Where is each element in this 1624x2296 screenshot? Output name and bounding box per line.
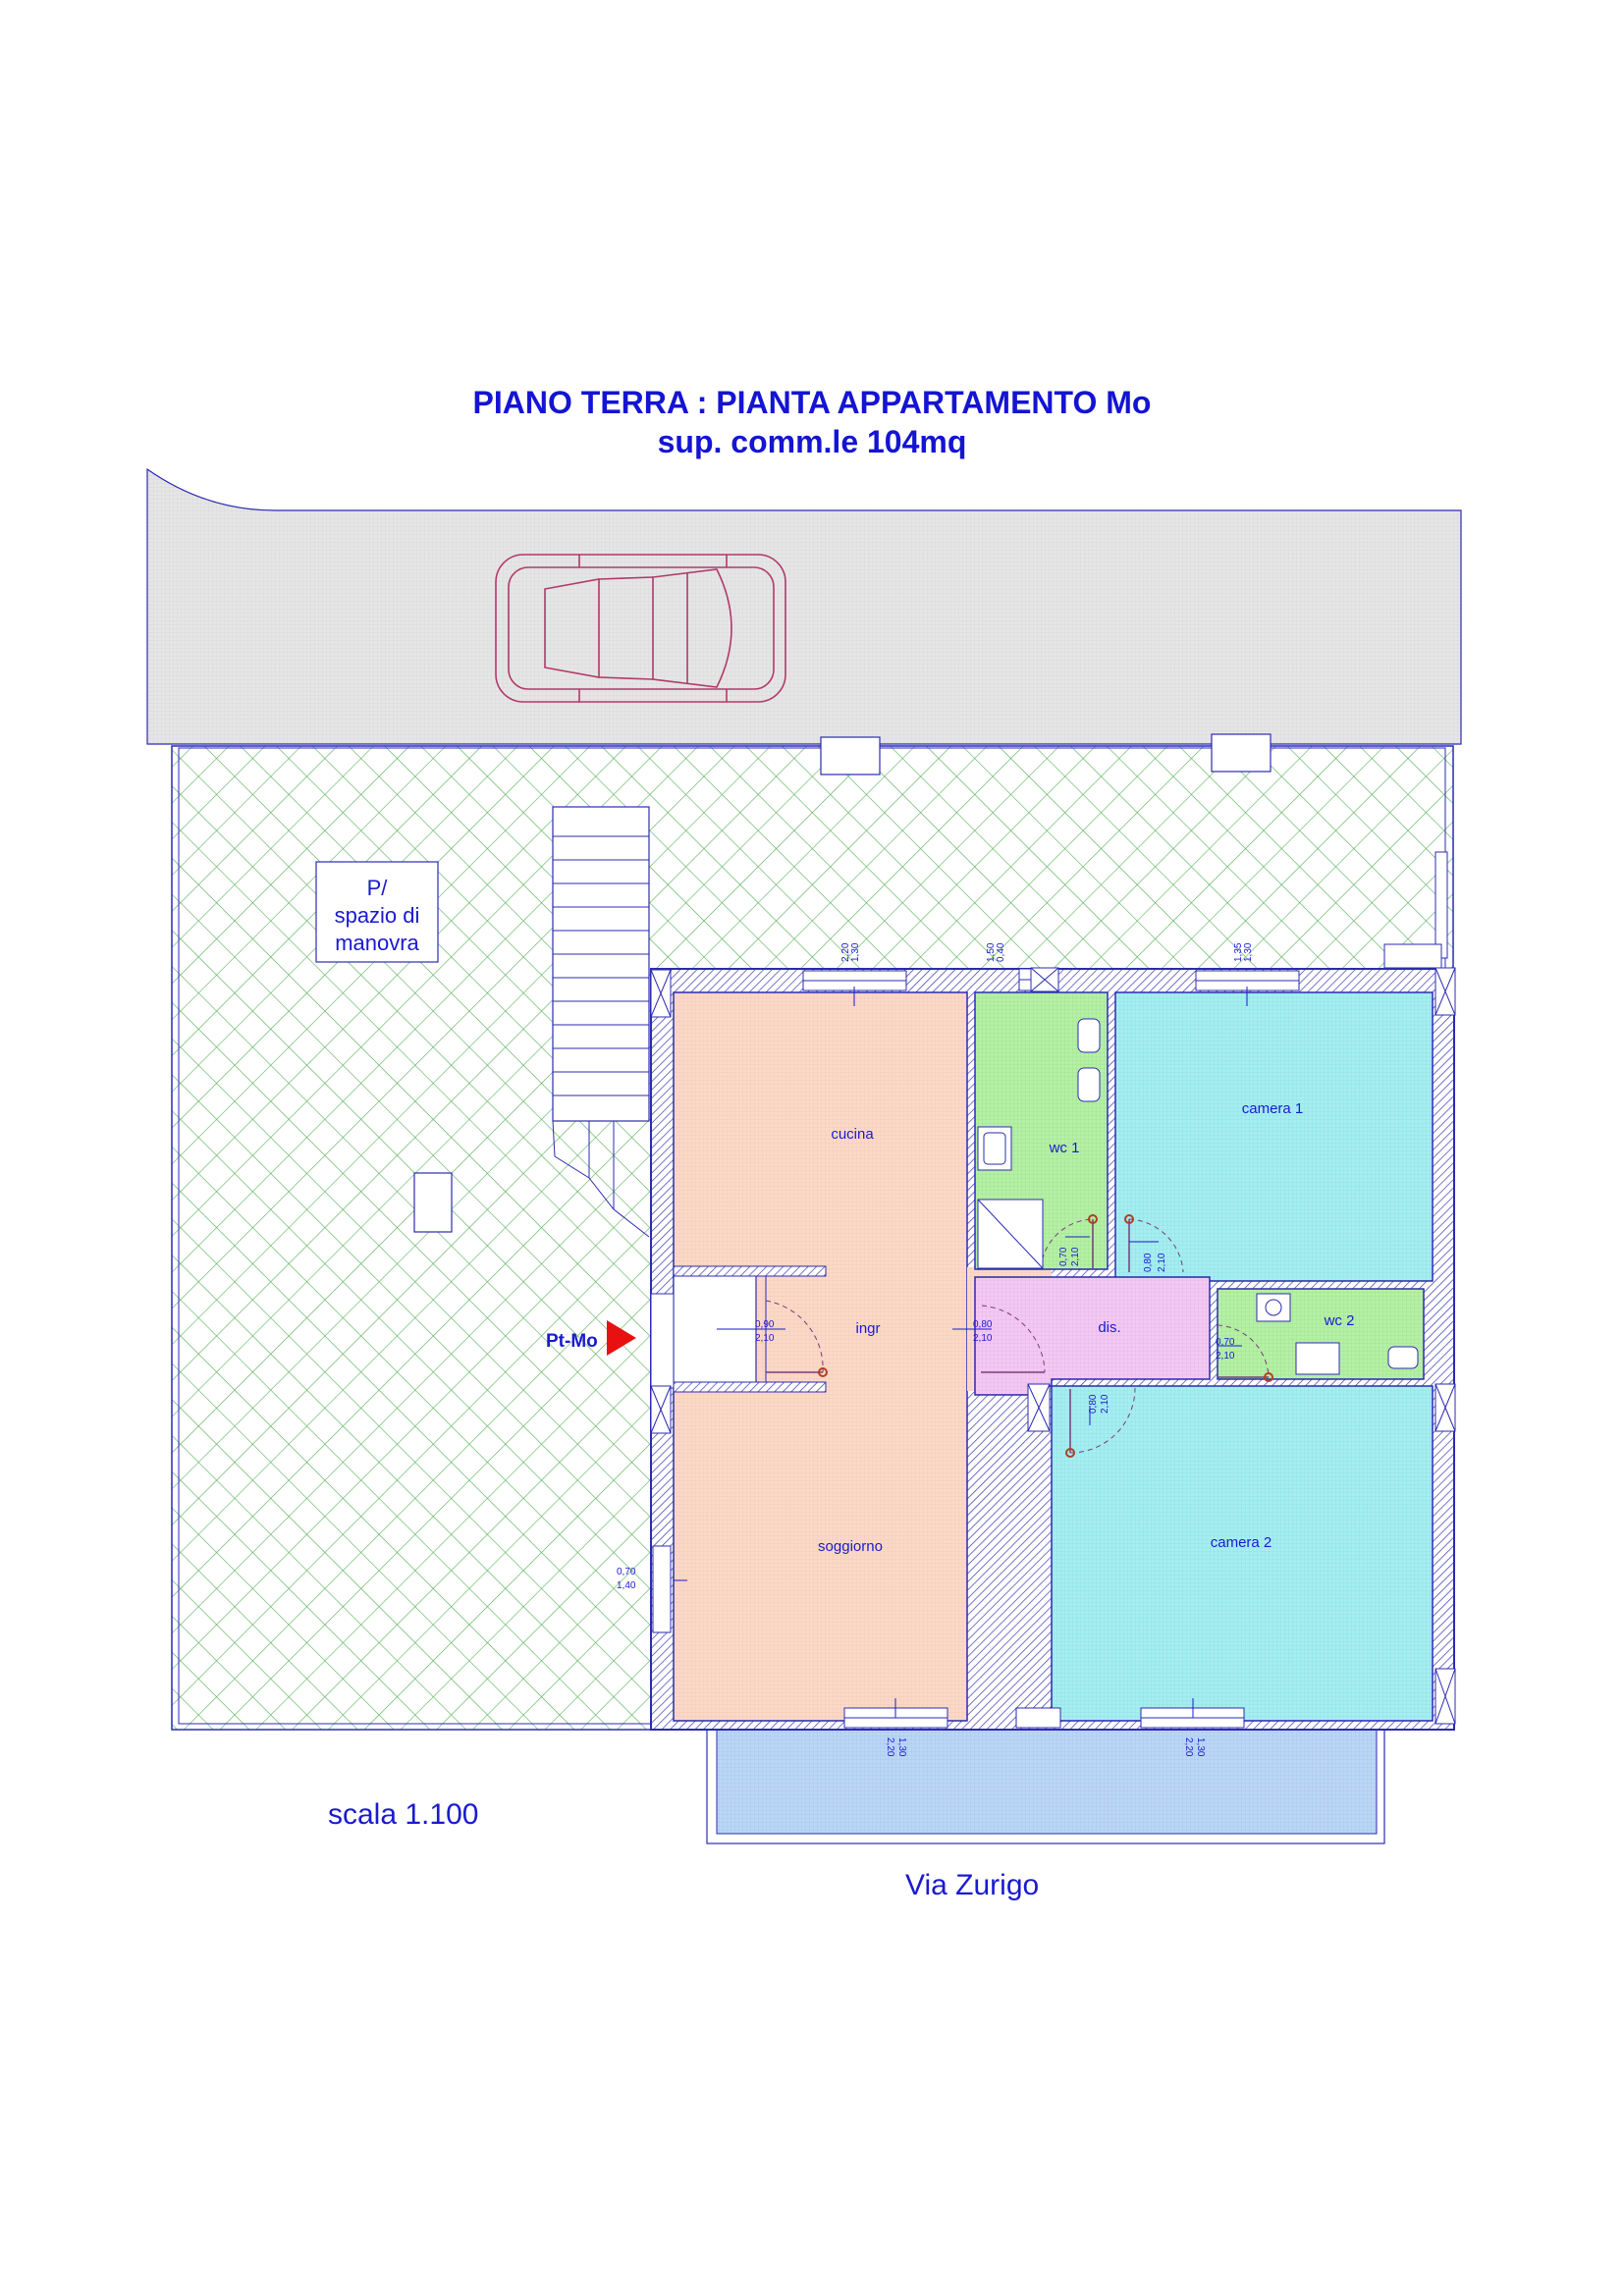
- dim-door-wc2-2: 2,10: [1216, 1351, 1235, 1362]
- page-title: PIANO TERRA : PIANTA APPARTAMENTO Mo: [472, 385, 1152, 420]
- dim-win-cucina-1: 1,30: [850, 942, 861, 962]
- room-label-camera1: camera 1: [1242, 1100, 1304, 1117]
- dimension-labels: 1,30 2,20 0,40 1,50 1,30 1,35 0,90 2,10 …: [617, 942, 1254, 1757]
- entrance-marker-label: Pt-Mo: [546, 1331, 598, 1352]
- room-label-soggiorno: soggiorno: [818, 1538, 883, 1555]
- doors: [981, 1218, 1270, 1454]
- balcony: [706, 1729, 1385, 1844]
- dim-win-camera1-2: 1,35: [1233, 942, 1244, 962]
- entrance-arrow-icon: [607, 1320, 636, 1356]
- shutter-boxes: [650, 967, 1456, 1725]
- scale-label: scala 1.100: [328, 1798, 478, 1831]
- driveway: [146, 467, 1462, 745]
- dim-win-camera2-bottom-1: 1,30: [1195, 1737, 1206, 1757]
- dim-win-wc1-2: 1,50: [986, 942, 997, 962]
- dim-win-soggiorno-bottom-1: 1,30: [896, 1737, 907, 1757]
- dim-win-cucina-2: 2,20: [840, 942, 851, 962]
- bathroom-fixtures: [977, 1018, 1419, 1375]
- dim-door-camera1-1: 0,80: [1143, 1253, 1154, 1272]
- dim-door-camera1-2: 2,10: [1157, 1253, 1167, 1272]
- room-dis: [974, 1276, 1211, 1396]
- room-label-camera2: camera 2: [1211, 1534, 1272, 1551]
- dim-win-soggiorno-side-1: 0,70: [617, 1567, 636, 1577]
- room-camera2: [1051, 1385, 1434, 1722]
- parking-label-2: spazio di: [335, 903, 420, 928]
- dim-win-camera1-1: 1,30: [1243, 942, 1254, 962]
- dim-door-ingr-2: 2,10: [755, 1333, 775, 1344]
- dim-win-soggiorno-bottom-2: 2,20: [885, 1737, 895, 1757]
- room-label-cucina: cucina: [831, 1126, 874, 1143]
- dim-door-cucina-1: 0,80: [973, 1319, 993, 1330]
- dim-win-wc1-1: 0,40: [996, 942, 1006, 962]
- page-subtitle: sup. comm.le 104mq: [657, 424, 967, 459]
- dim-door-wc2-1: 0,70: [1216, 1337, 1235, 1348]
- room-camera1: [1114, 991, 1434, 1282]
- dim-door-ingr-1: 0,90: [755, 1319, 775, 1330]
- staircase: [552, 806, 650, 1238]
- dim-door-wc1-2: 2,10: [1070, 1247, 1081, 1266]
- dim-door-camera2-1: 0,80: [1088, 1394, 1099, 1414]
- street-label: Via Zurigo: [905, 1869, 1039, 1901]
- door-hinges: [1065, 1214, 1273, 1458]
- dim-door-cucina-2: 2,10: [973, 1333, 993, 1344]
- room-label-wc2: wc 2: [1324, 1312, 1355, 1329]
- room-label-ingr: ingr: [855, 1320, 880, 1337]
- parking-label-1: P/: [367, 876, 389, 900]
- dimension-lines: [674, 987, 1248, 1718]
- room-label-dis: dis.: [1098, 1319, 1120, 1336]
- room-label-wc1: wc 1: [1049, 1140, 1080, 1156]
- dim-door-wc1-1: 0,70: [1058, 1247, 1069, 1266]
- dim-door-camera2-2: 2,10: [1100, 1394, 1110, 1414]
- dim-win-soggiorno-side-2: 1,40: [617, 1580, 636, 1591]
- dim-win-camera2-bottom-2: 2,20: [1183, 1737, 1194, 1757]
- parking-label-3: manovra: [335, 931, 419, 955]
- car-icon: [495, 554, 786, 703]
